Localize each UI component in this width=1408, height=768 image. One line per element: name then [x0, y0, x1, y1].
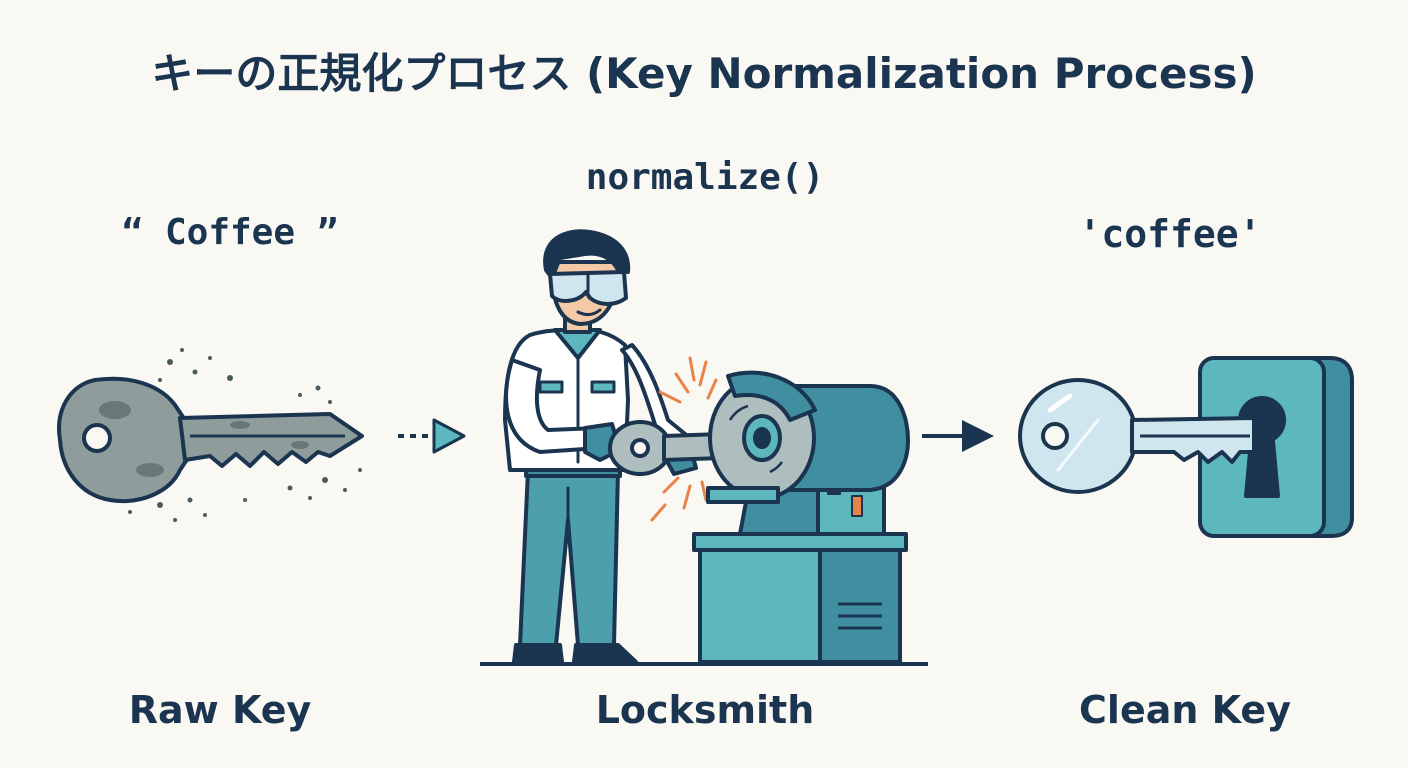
- clean-key-caption: Clean Key: [1079, 688, 1291, 732]
- clean-key-illustration: [1018, 378, 1256, 494]
- raw-key-illustration: [57, 348, 364, 522]
- dust-particles: [128, 348, 362, 522]
- key-being-ground: [608, 420, 724, 476]
- locksmith-figure: [503, 229, 698, 664]
- raw-key-code-label: “ Coffee ”: [121, 212, 339, 253]
- normalize-function-label: normalize(): [585, 157, 825, 198]
- grinding-machine: [692, 370, 910, 664]
- page-title: キーの正規化プロセス (Key Normalization Process): [151, 49, 1257, 98]
- lock-box: [1198, 356, 1354, 538]
- raw-key-caption: Raw Key: [128, 688, 312, 732]
- dashed-arrow-1: [398, 418, 466, 454]
- arrow-2: [922, 420, 994, 452]
- sparks: [650, 356, 718, 522]
- clean-key-code-label: 'coffee': [1078, 212, 1262, 256]
- locksmith-caption: Locksmith: [595, 688, 815, 732]
